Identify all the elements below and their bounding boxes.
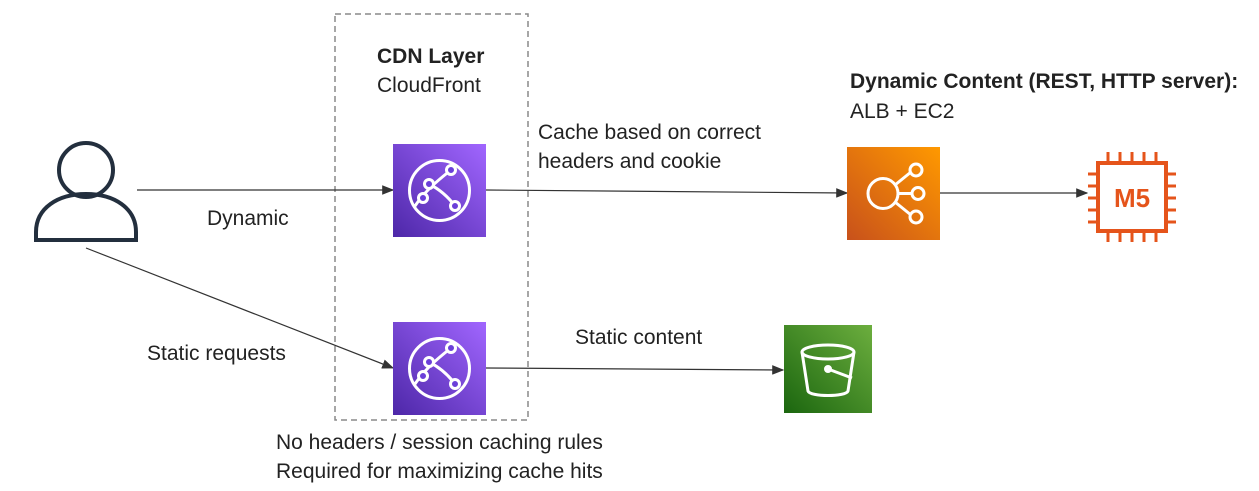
cache-headers-label-line1: Cache based on correct xyxy=(538,121,761,144)
cdn-layer-service: CloudFront xyxy=(377,74,481,97)
dynamic-edge-label: Dynamic xyxy=(207,207,289,230)
elastic-load-balancer-icon xyxy=(847,147,940,240)
dynamic-tier-service: ALB + EC2 xyxy=(850,100,955,123)
ec2-m5-instance-icon: M5 xyxy=(1088,152,1176,242)
cloudfront-icon xyxy=(393,144,486,237)
cloudfront-to-alb-arrow xyxy=(485,188,849,198)
static-requests-edge-label: Static requests xyxy=(147,342,286,365)
s3-bucket-icon xyxy=(784,325,872,413)
static-content-edge-label: Static content xyxy=(575,326,703,349)
caching-note-line2: Required for maximizing cache hits xyxy=(276,460,603,483)
static-request-arrow xyxy=(85,247,395,369)
cdn-layer-title: CDN Layer xyxy=(377,45,485,68)
user-icon xyxy=(34,141,138,242)
dynamic-tier-title: Dynamic Content (REST, HTTP server): xyxy=(850,70,1239,93)
caching-note-line1: No headers / session caching rules xyxy=(276,431,603,454)
cloudfront-icon xyxy=(393,322,486,415)
cdn-layer-boundary xyxy=(334,13,529,421)
cache-headers-label-line2: headers and cookie xyxy=(538,150,722,173)
instance-type-label: M5 xyxy=(1114,183,1150,213)
cloudfront-to-s3-arrow xyxy=(485,365,785,375)
